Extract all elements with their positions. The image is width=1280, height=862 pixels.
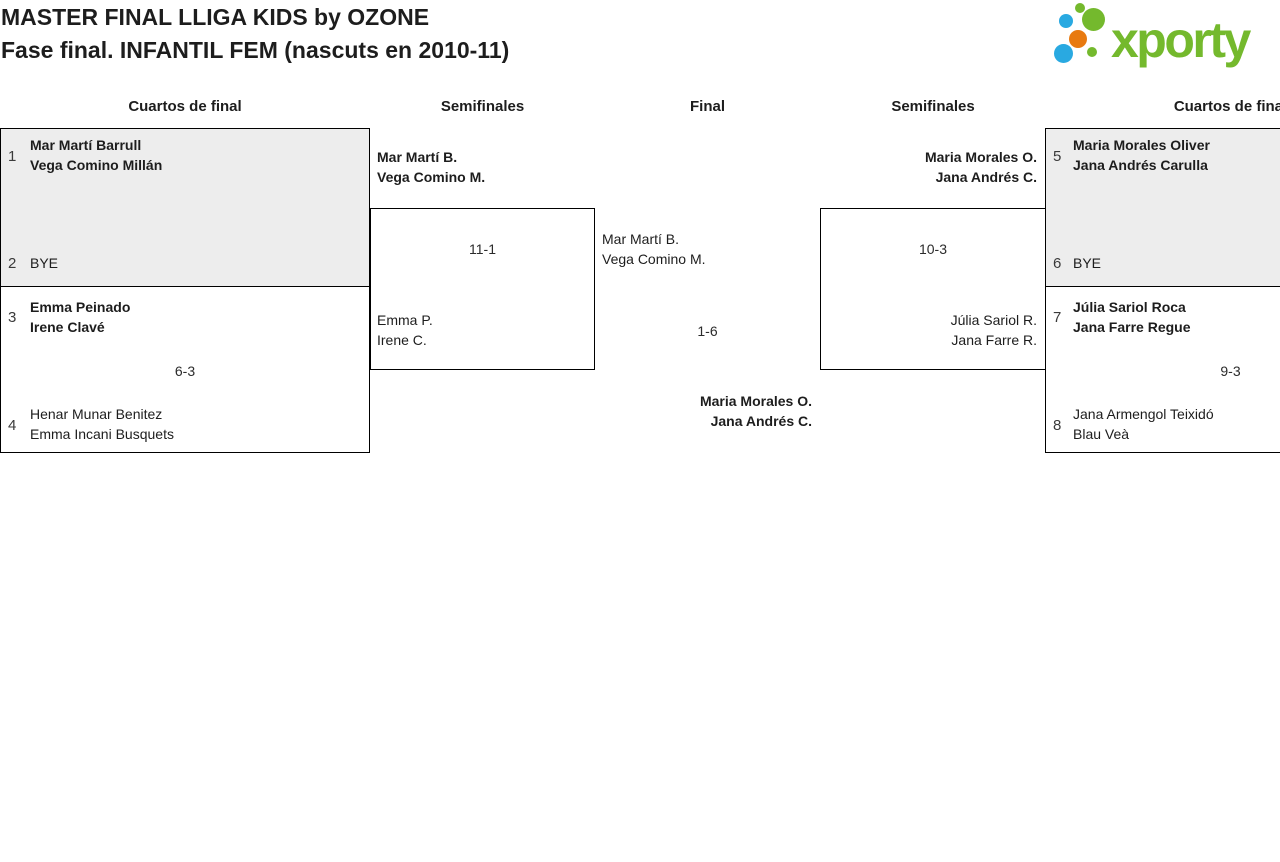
player-name: Emma Peinado xyxy=(30,299,131,315)
seed-number: 1 xyxy=(8,148,17,165)
player-name: Emma P. xyxy=(377,312,433,328)
seed-number: 3 xyxy=(8,309,17,326)
logo-dot-icon xyxy=(1054,44,1073,63)
qf-match2-box xyxy=(0,286,370,453)
team-entry: Emma P. Irene C. xyxy=(377,311,433,350)
player-name: Jana Andrés C. xyxy=(710,412,812,429)
player-name: Irene Clavé xyxy=(30,318,105,335)
team-entry: Maria Morales O. Jana Andrés C. xyxy=(595,392,812,431)
team-entry: Mar Martí B. Vega Comino M. xyxy=(602,230,706,269)
page-title: MASTER FINAL LLIGA KIDS by OZONE xyxy=(1,4,430,30)
seed-number: 8 xyxy=(1053,417,1062,434)
qf-match4-box xyxy=(1045,286,1280,453)
player-name: Jana Farre Regue xyxy=(1073,318,1191,335)
seed-number: 5 xyxy=(1053,148,1062,165)
match-score: 1-6 xyxy=(697,323,718,339)
player-name: Jana Andrés Carulla xyxy=(1073,156,1208,173)
team-entry: Maria Morales Oliver Jana Andrés Carulla xyxy=(1073,136,1210,175)
sf-left-box xyxy=(370,208,595,370)
match-score: 10-3 xyxy=(918,241,948,257)
player-name: Vega Comino M. xyxy=(602,250,706,267)
player-name: Mar Martí B. xyxy=(377,149,458,165)
team-entry: Maria Morales O. Jana Andrés C. xyxy=(925,148,1037,187)
player-name: Maria Morales O. xyxy=(699,393,812,409)
team-entry: Mar Martí B. Vega Comino M. xyxy=(377,148,485,187)
sf-right-box xyxy=(820,208,1046,370)
logo-dot-icon xyxy=(1075,3,1085,13)
team-entry: Emma Peinado Irene Clavé xyxy=(30,298,130,337)
player-name: Blau Veà xyxy=(1073,425,1130,442)
match-score: 11-1 xyxy=(469,241,496,257)
team-entry: Henar Munar Benitez Emma Incani Busquets xyxy=(30,405,174,444)
team-entry: Júlia Sariol Roca Jana Farre Regue xyxy=(1073,298,1191,337)
logo-dot-icon xyxy=(1087,47,1097,57)
logo-dot-icon xyxy=(1059,14,1073,28)
team-entry: Jana Armengol Teixidó Blau Veà xyxy=(1073,405,1214,444)
player-name: Emma Incani Busquets xyxy=(30,425,174,442)
bye-entry: BYE xyxy=(1073,255,1102,271)
player-name: Jana Farre R. xyxy=(951,331,1037,348)
qf-match3-box xyxy=(1045,128,1280,287)
xporty-logo: xporty xyxy=(1045,3,1280,75)
player-name: Irene C. xyxy=(377,331,427,348)
match-score: 9-3 xyxy=(1220,363,1241,379)
match-score: 6-3 xyxy=(174,363,196,379)
player-name: Maria Morales Oliver xyxy=(1073,137,1210,153)
round-header-quarterfinals-right: Cuartos de final xyxy=(1173,98,1280,115)
team-entry: Mar Martí Barrull Vega Comino Millán xyxy=(30,136,162,175)
player-name: Henar Munar Benitez xyxy=(30,406,163,422)
player-name: Jana Armengol Teixidó xyxy=(1073,406,1214,422)
player-name: Júlia Sariol Roca xyxy=(1073,299,1186,315)
player-name: Vega Comino Millán xyxy=(30,156,163,173)
qf-match1-box xyxy=(0,128,370,287)
logo-dot-icon xyxy=(1069,30,1087,48)
seed-number: 7 xyxy=(1053,309,1062,326)
seed-number: 6 xyxy=(1053,255,1062,272)
player-name: Júlia Sariol R. xyxy=(950,312,1037,328)
page-subtitle: Fase final. INFANTIL FEM (nascuts en 201… xyxy=(1,37,510,63)
round-header-semifinals-left: Semifinales xyxy=(440,98,525,115)
player-name: Jana Andrés C. xyxy=(935,168,1037,185)
round-header-quarterfinals-left: Cuartos de final xyxy=(128,98,242,115)
bye-entry: BYE xyxy=(30,255,59,271)
player-name: Vega Comino M. xyxy=(377,168,486,185)
logo-wordmark: xporty xyxy=(1111,12,1251,68)
seed-number: 2 xyxy=(8,255,17,272)
round-header-final: Final xyxy=(689,98,725,115)
seed-number: 4 xyxy=(8,417,17,434)
logo-dot-icon xyxy=(1082,8,1105,31)
round-header-semifinals-right: Semifinales xyxy=(891,98,975,115)
player-name: Mar Martí Barrull xyxy=(30,137,142,153)
player-name: Mar Martí B. xyxy=(602,231,680,247)
player-name: Maria Morales O. xyxy=(924,149,1037,165)
team-entry: Júlia Sariol R. Jana Farre R. xyxy=(951,311,1037,350)
